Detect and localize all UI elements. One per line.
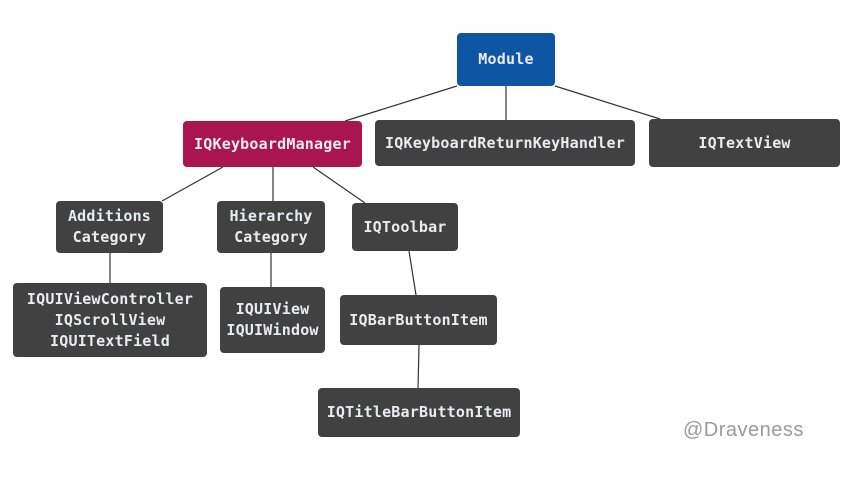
edge-iqkeyboardmanager-additions-category [161, 166, 224, 202]
node-iqbarbuttonitem: IQBarButtonItem [340, 295, 497, 345]
watermark: @Draveness [683, 419, 804, 441]
edge-iqtoolbar-iqbarbuttonitem [408, 250, 417, 296]
node-additions-classes: IQUIViewController IQScrollView IQUIText… [13, 283, 207, 357]
node-module: Module [457, 33, 555, 86]
node-hierarchy-classes: IQUIView IQUIWindow [220, 287, 325, 353]
node-iqkeyboardmanager: IQKeyboardManager [183, 121, 362, 167]
edge-iqkeyboardmanager-iqtoolbar [312, 166, 366, 204]
node-iqtextview: IQTextView [649, 119, 840, 167]
edge-module-iqkeyboardmanager [344, 85, 458, 122]
node-hierarchy-category: Hierarchy Category [217, 201, 325, 253]
node-iqtitlebarbuttonitem: IQTitleBarButtonItem [318, 388, 520, 437]
node-iqtoolbar: IQToolbar [352, 203, 458, 251]
edge-module-iqtextview [554, 85, 661, 120]
node-additions-category: Additions Category [56, 201, 163, 253]
edge-iqbarbuttonitem-iqtitlebarbuttonitem [417, 344, 420, 389]
node-iqkeyboardreturnkeyhandler: IQKeyboardReturnKeyHandler [375, 120, 635, 166]
